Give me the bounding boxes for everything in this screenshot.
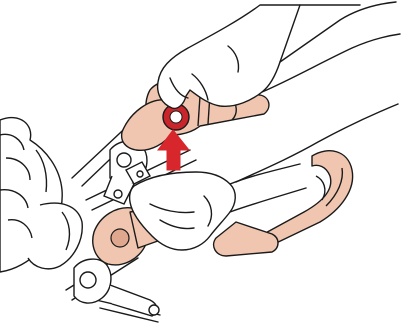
upper-hand: [158, 5, 360, 108]
lower-hinge-bracket: [74, 259, 159, 316]
